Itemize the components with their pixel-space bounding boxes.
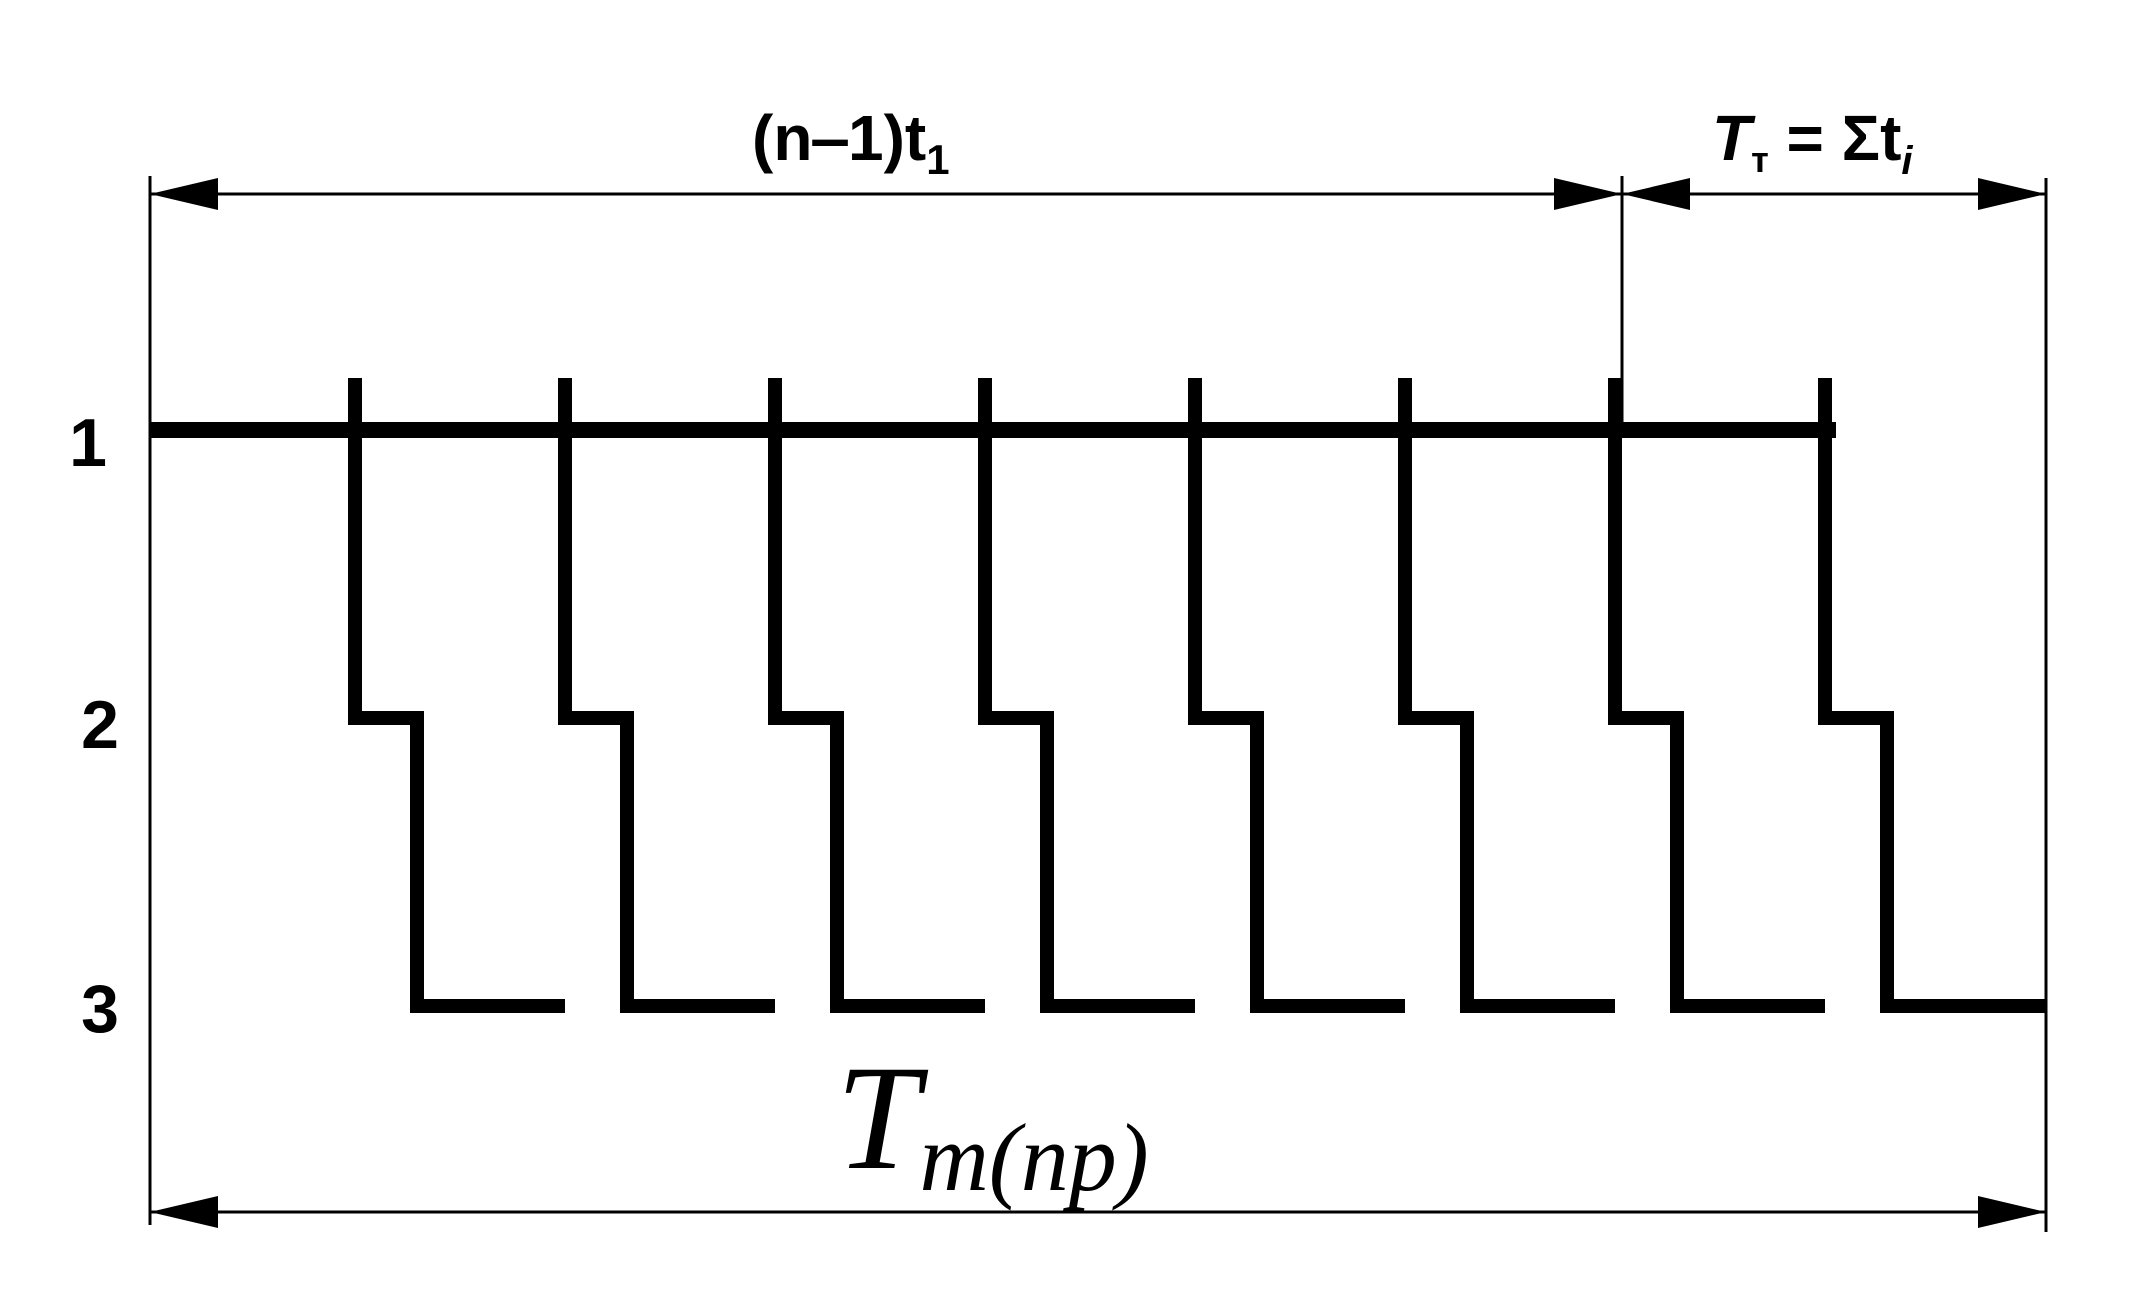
batch-trace-7 <box>1608 378 1825 1013</box>
batch-trace-4 <box>978 378 1195 1013</box>
batch-trace-3 <box>768 378 985 1013</box>
label-n-minus-1-t1: (n‒1)t1 <box>752 102 950 183</box>
batch-trace-1 <box>348 378 565 1013</box>
batch-trace-2 <box>558 378 775 1013</box>
row-label-1: 1 <box>69 405 107 481</box>
batch-traces <box>348 378 2046 1013</box>
row-label-2: 2 <box>81 687 119 763</box>
batch-trace-5 <box>1188 378 1405 1013</box>
dimension-line-n-minus-1-t1 <box>150 178 1622 210</box>
batch-trace-8 <box>1818 378 2046 1013</box>
dimension-line-tt-sum <box>1622 178 2046 210</box>
row-label-3: 3 <box>81 971 119 1047</box>
dimension-line-total <box>150 1196 2046 1228</box>
label-tt-sum-ti: Tт = Σti <box>1712 102 1913 183</box>
label-total-duration: Tm(np) <box>836 1035 1149 1211</box>
batch-trace-6 <box>1398 378 1615 1013</box>
